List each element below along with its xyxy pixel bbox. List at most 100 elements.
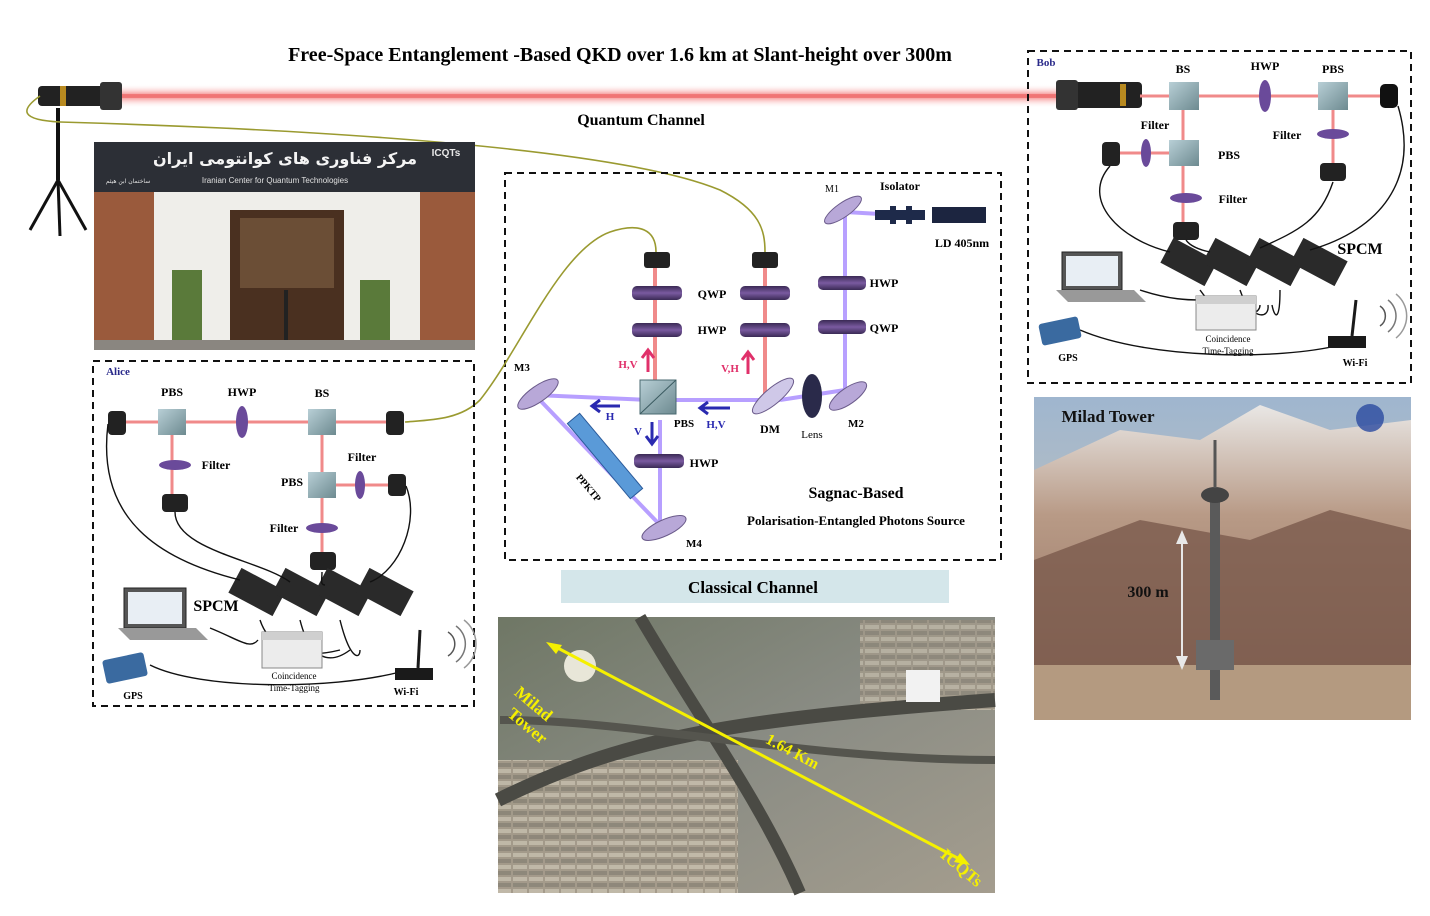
- arrow-hv-in: [697, 400, 730, 416]
- qwp-right: [818, 320, 866, 334]
- diagram-title: Free-Space Entanglement -Based QKD over …: [288, 44, 952, 66]
- bob-filter3: [1170, 193, 1202, 203]
- alice-bs-label: BS: [315, 386, 330, 400]
- alice-coincidence-unit: [261, 631, 323, 669]
- mirror-m3: [517, 378, 559, 410]
- label-hwp-a: HWP: [698, 323, 727, 337]
- alice-label: Alice: [106, 366, 130, 378]
- label-m4: M4: [686, 538, 702, 550]
- milad-tower-photo: [1034, 397, 1411, 720]
- arrow-h: [589, 398, 620, 414]
- isolator-icon: [875, 206, 925, 224]
- bob-gps-icon: [1038, 316, 1082, 346]
- label-m1: M1: [825, 184, 839, 195]
- bob-filter1-label: Filter: [1141, 118, 1170, 132]
- label-ld: LD 405nm: [935, 236, 989, 250]
- bob-filter2-label: Filter: [1273, 128, 1302, 142]
- label-qwp-a: QWP: [698, 287, 727, 301]
- bob-bs: [1169, 82, 1199, 110]
- bob-wifi-label: Wi-Fi: [1343, 358, 1368, 369]
- bob-coincidence-label1: Coincidence: [1206, 334, 1251, 344]
- alice-wifi-label: Wi-Fi: [394, 687, 419, 698]
- milad-height-label: 300 m: [1127, 584, 1169, 601]
- alice-spcm-modules: [228, 567, 414, 617]
- bob-detector-right: [1380, 84, 1398, 108]
- qwp-b: [740, 286, 790, 300]
- label-source-pbs: PBS: [674, 418, 694, 430]
- label-h: H: [606, 411, 615, 423]
- alice-detector-c: [388, 474, 406, 496]
- bob-pbs2: [1169, 140, 1199, 166]
- quantum-channel-label: Quantum Channel: [577, 112, 705, 129]
- alice-laptop-icon: [118, 587, 208, 640]
- label-lens: Lens: [801, 429, 822, 441]
- lens-icon: [802, 374, 822, 418]
- alice-pbs1-label: PBS: [161, 385, 183, 399]
- alice-coincidence-label2: Time-Tagging: [268, 683, 320, 693]
- classical-channel-label: Classical Channel: [688, 578, 818, 597]
- arrow-vh-up: [740, 349, 756, 374]
- laser-diode-icon: [932, 207, 986, 223]
- bob-pbs2-label: PBS: [1218, 148, 1240, 162]
- alice-pbs1: [158, 409, 186, 435]
- building-logo: ICQTs: [432, 148, 461, 159]
- bob-hwp-label: HWP: [1251, 59, 1280, 73]
- bob-pbs1: [1318, 82, 1348, 110]
- icqt-building-photo: مرکز فناوری های کوانتومی ایران Iranian C…: [94, 142, 475, 350]
- label-qwp-right: QWP: [870, 321, 899, 335]
- bob-box: [1027, 50, 1412, 384]
- alice-bs: [308, 409, 336, 435]
- alice-hwp-label: HWP: [228, 385, 257, 399]
- milad-tower-label: Milad Tower: [1061, 407, 1154, 426]
- alice-pbs2: [308, 472, 336, 498]
- label-isolator: Isolator: [880, 179, 921, 193]
- bob-bs-label: BS: [1176, 62, 1191, 76]
- alice-gps-icon: [102, 652, 148, 684]
- mirror-m1: [824, 195, 862, 225]
- label-hv-in: H,V: [706, 419, 725, 431]
- milad-logo-icon: [1356, 404, 1384, 432]
- bob-pbs1-label: PBS: [1322, 62, 1344, 76]
- bob-filter2: [1317, 129, 1349, 139]
- bob-hwp: [1259, 80, 1271, 112]
- alice-filter1-label: Filter: [202, 458, 231, 472]
- bob-filter3-label: Filter: [1219, 192, 1248, 206]
- bob-spcm-label: SPCM: [1337, 241, 1382, 258]
- mirror-m2: [828, 381, 868, 411]
- label-hv-up: H,V: [618, 359, 637, 371]
- qwp-a: [632, 286, 682, 300]
- hwp-bottom: [634, 454, 684, 468]
- bob-detector-c: [1173, 222, 1199, 240]
- alice-telescope-icon: [28, 82, 122, 237]
- bob-telescope-icon: [1056, 80, 1142, 110]
- dichroic-mirror: [751, 377, 795, 415]
- alice-wifi-icon: [395, 619, 477, 680]
- bob-filter1: [1141, 139, 1151, 167]
- alice-hwp: [236, 406, 248, 438]
- coupler-b: [752, 252, 778, 268]
- alice-detector-b: [162, 494, 188, 512]
- classical-channel-banner: [561, 570, 949, 603]
- label-vh-up: V,H: [721, 363, 739, 375]
- bob-wifi-icon: [1328, 293, 1408, 348]
- hwp-b: [740, 323, 790, 337]
- ppktp-crystal: [566, 412, 644, 500]
- bob-laptop-icon: [1056, 251, 1146, 302]
- label-hwp-bottom: HWP: [690, 456, 719, 470]
- hwp-a: [632, 323, 682, 337]
- alice-box: [92, 360, 475, 707]
- label-hwp-right: HWP: [870, 276, 899, 290]
- alice-detector-left: [108, 411, 126, 435]
- alice-detector-d: [310, 552, 336, 570]
- alice-gps-label: GPS: [123, 691, 143, 702]
- alice-filter2-label: Filter: [348, 450, 377, 464]
- building-sign-fa: مرکز فناوری های کوانتومی ایران: [153, 149, 417, 168]
- alice-filter3: [306, 523, 338, 533]
- fiber-alice: [404, 227, 657, 423]
- alice-coincidence-label1: Coincidence: [272, 671, 317, 681]
- fiber-alice-telescope: [26, 95, 766, 253]
- label-v: V: [634, 426, 642, 438]
- bob-label: Bob: [1037, 57, 1056, 69]
- label-m3: M3: [514, 362, 530, 374]
- distance-line: [551, 643, 966, 864]
